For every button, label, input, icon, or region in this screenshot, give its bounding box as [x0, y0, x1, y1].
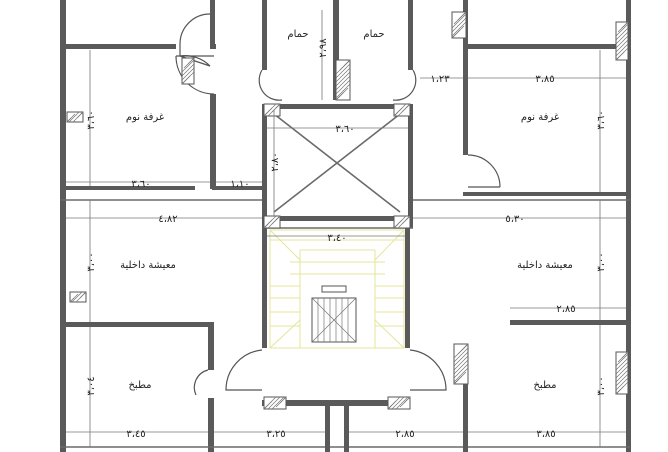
dim-bottom-325: ٣،٢٥ — [266, 429, 285, 440]
dim-kitchen-left-width: ٣،٤٥ — [126, 429, 145, 440]
dim-core-height: ٢،٨٠ — [270, 152, 281, 171]
column-hatch — [181, 57, 195, 85]
column-hatch — [615, 21, 629, 61]
room-living-left: معيشة داخلية — [120, 260, 176, 271]
dim-door-110: ١،١٠ — [230, 179, 249, 190]
dimension-labels: ٣،٦٠ ٣،٤٠ ٣،٦٠ ١،١٠ ٤،٨٢ ٥،٣٠ ٣،٨٥ ١،٢٣ … — [86, 38, 607, 440]
dim-stair-width: ٣،٤٠ — [327, 233, 346, 244]
room-kitchen-left: مطبخ — [128, 380, 151, 391]
room-kitchen-right: مطبخ — [533, 380, 556, 391]
doors — [175, 13, 501, 396]
column-hatch — [69, 291, 87, 303]
columns — [66, 11, 629, 410]
dim-bedroom-left-width: ٣،٦٠ — [131, 179, 150, 190]
column-hatch — [263, 396, 287, 410]
staircase — [269, 229, 405, 349]
column-hatch — [451, 11, 467, 39]
column-hatch — [615, 351, 629, 395]
dim-kitchen-right-height: ٣،٠٠ — [596, 376, 607, 395]
column-hatch — [393, 215, 411, 229]
room-bedroom-left: غرفة نوم — [126, 112, 164, 123]
column-hatch — [453, 343, 469, 385]
dim-door-123: ١،٢٣ — [430, 74, 450, 85]
column-hatch — [393, 103, 411, 117]
dim-left-width: ٤،٨٢ — [158, 214, 177, 225]
column-hatch — [263, 103, 281, 117]
column-hatch — [66, 111, 84, 123]
column-hatch — [335, 59, 351, 101]
dim-core-width: ٣،٦٠ — [335, 124, 354, 135]
dimension-lines — [66, 10, 626, 447]
shaft-cross — [273, 113, 401, 213]
dim-bath-left-height: ٢،٩٨ — [318, 38, 329, 58]
dim-bedroom-left-height: ٣،٦٠ — [86, 110, 97, 129]
dim-bedroom-right-width: ٣،٨٥ — [535, 74, 554, 85]
room-bath-left: حمام — [287, 29, 308, 40]
dim-living-left-height: ٣،٠٠ — [86, 252, 97, 271]
walls — [60, 0, 631, 452]
dim-bedroom-right-height: ٣،٦٠ — [596, 110, 607, 129]
room-living-right: معيشة داخلية — [517, 260, 573, 271]
dim-living-right-width: ٢،٨٥ — [556, 304, 575, 315]
room-labels: حمام حمام غرفة نوم غرفة نوم معيشة داخلية… — [120, 29, 573, 391]
lift-hatch — [311, 285, 357, 343]
room-bath-right: حمام — [363, 29, 384, 40]
room-bedroom-right: غرفة نوم — [521, 112, 559, 123]
dim-kitchen-right-width: ٣،٨٥ — [536, 429, 555, 440]
dim-living-right-height: ٣،٠٠ — [596, 252, 607, 271]
dim-kitchen-left-height: ٣،٠٤ — [86, 376, 97, 395]
column-hatch — [263, 215, 281, 229]
column-hatch — [387, 396, 411, 410]
dim-bottom-285: ٢،٨٥ — [395, 429, 414, 440]
dim-right-width: ٥،٣٠ — [505, 214, 524, 225]
